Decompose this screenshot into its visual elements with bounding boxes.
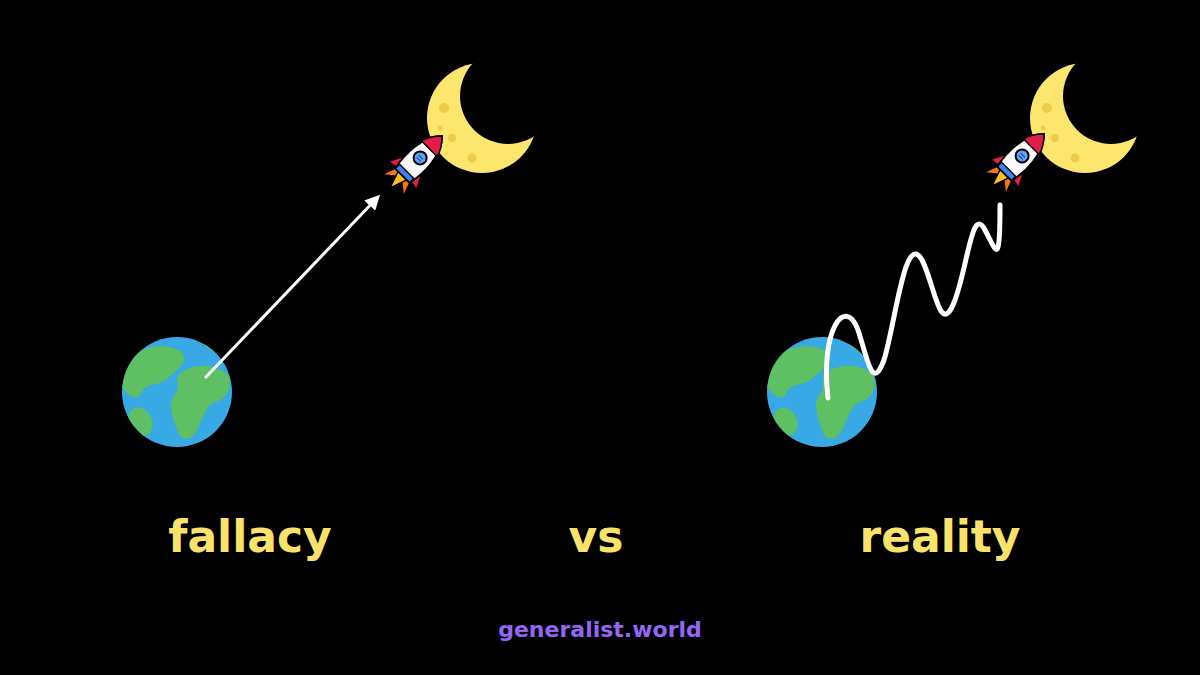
caption-word: reality <box>859 511 1020 564</box>
earth-right <box>767 337 877 447</box>
straight-path-arrow <box>205 197 378 378</box>
moon-left <box>427 48 556 173</box>
rocket-left <box>376 122 457 203</box>
caption-word: fallacy <box>168 511 331 564</box>
wavy-path <box>826 205 1000 398</box>
caption-word: vs <box>569 511 624 564</box>
watermark: generalist.world <box>498 617 702 643</box>
rocket-right <box>978 120 1059 201</box>
earth-left <box>122 337 232 447</box>
moon-right <box>1030 48 1159 173</box>
